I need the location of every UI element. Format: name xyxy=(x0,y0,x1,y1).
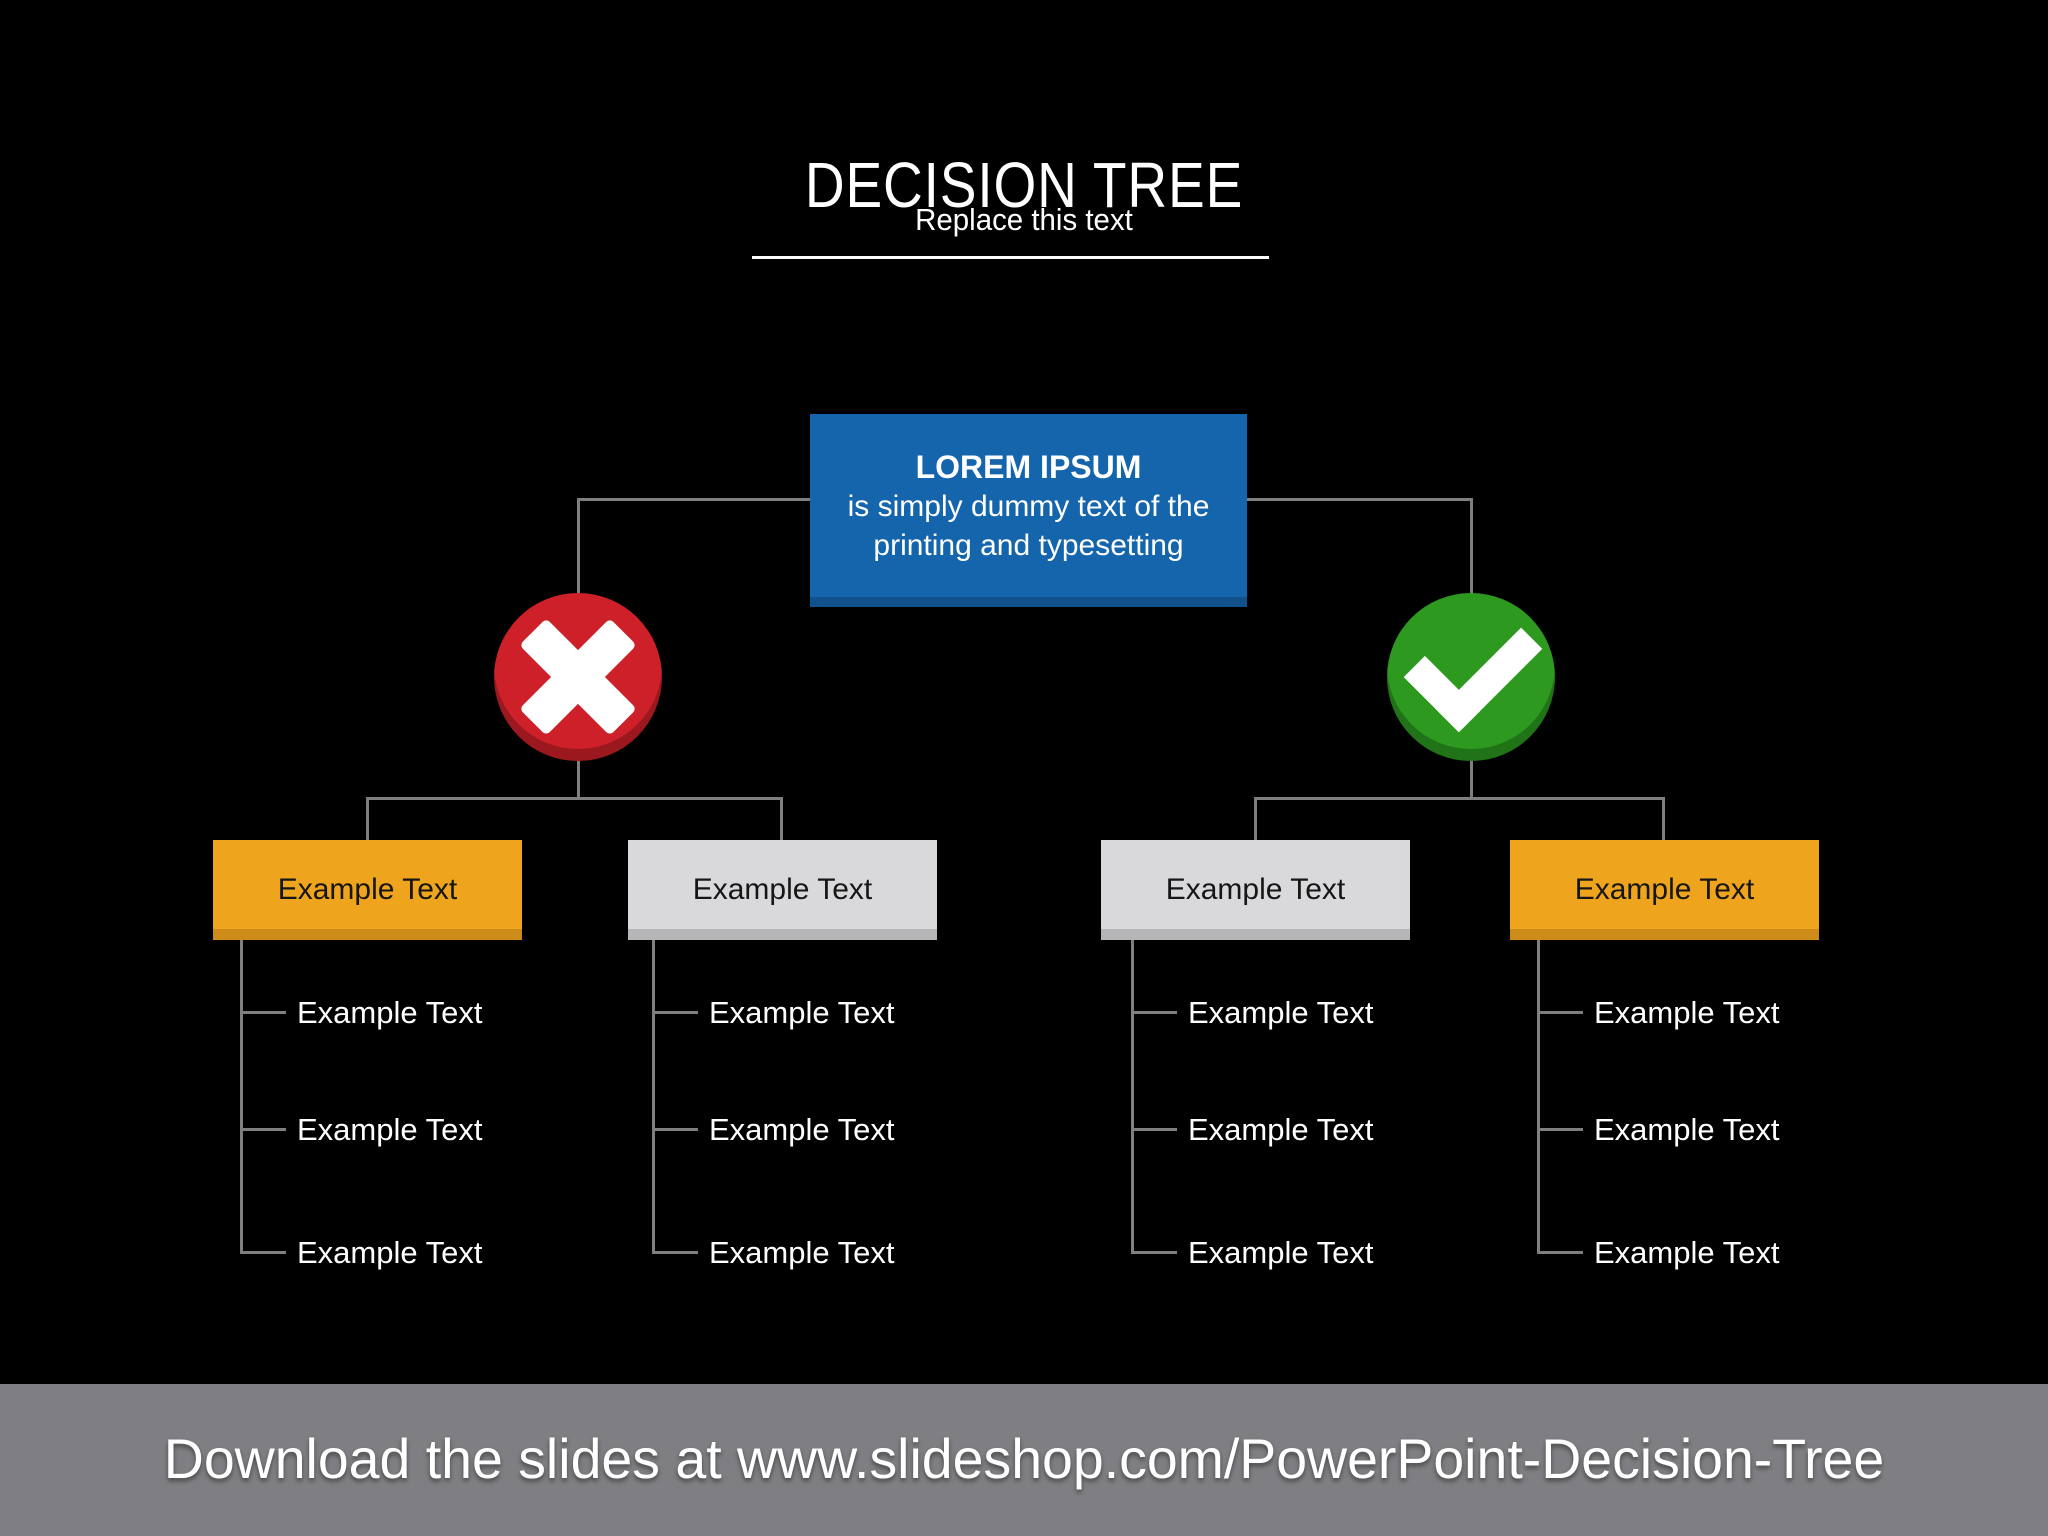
tick xyxy=(1537,1251,1583,1254)
root-node-title: LOREM IPSUM xyxy=(915,449,1142,485)
child-item: Example Text xyxy=(1594,995,1780,1030)
child-item: Example Text xyxy=(709,995,895,1030)
child-item: Example Text xyxy=(709,1112,895,1147)
footer-download-link[interactable]: Download the slides at www.slideshop.com… xyxy=(163,1427,1885,1490)
child-item: Example Text xyxy=(1594,1112,1780,1147)
child-item: Example Text xyxy=(709,1235,895,1270)
child-item: Example Text xyxy=(1594,1235,1780,1270)
stem-node-1 xyxy=(652,940,655,1254)
connector-root-to-cross xyxy=(577,498,580,598)
child-item: Example Text xyxy=(1188,1112,1374,1147)
tick xyxy=(652,1128,698,1131)
child-item: Example Text xyxy=(297,1235,483,1270)
connector-drop-node-2 xyxy=(1254,797,1257,842)
no-branch-badge[interactable] xyxy=(494,593,662,761)
connector-drop-node-0 xyxy=(366,797,369,842)
node-label: Example Text xyxy=(1574,873,1755,906)
tick xyxy=(1537,1128,1583,1131)
footer-bar: Download the slides at www.slideshop.com… xyxy=(0,1384,2048,1536)
tick xyxy=(652,1011,698,1014)
connector-cross-drop xyxy=(577,755,580,800)
node-label: Example Text xyxy=(277,873,458,906)
connector-right-branch xyxy=(1254,797,1665,800)
child-item: Example Text xyxy=(1188,995,1374,1030)
tick xyxy=(240,1251,286,1254)
node-box-3[interactable]: Example Text xyxy=(1510,840,1819,940)
cross-icon xyxy=(513,612,643,742)
root-node-body-line1: is simply dummy text of the xyxy=(847,490,1210,523)
stem-node-3 xyxy=(1537,940,1540,1254)
root-node[interactable]: LOREM IPSUM is simply dummy text of the … xyxy=(810,414,1247,607)
node-box-1[interactable]: Example Text xyxy=(628,840,937,940)
subtitle-underline xyxy=(752,256,1269,259)
child-item: Example Text xyxy=(1188,1235,1374,1270)
check-icon xyxy=(1403,593,1543,733)
child-item: Example Text xyxy=(297,1112,483,1147)
root-node-body-line2: printing and typesetting xyxy=(873,529,1184,562)
node-label: Example Text xyxy=(1165,873,1346,906)
stem-node-0 xyxy=(240,940,243,1254)
page-subtitle: Replace this text xyxy=(915,202,1133,237)
connector-check-drop xyxy=(1470,755,1473,800)
tick xyxy=(652,1251,698,1254)
page-title: DECISION TREE xyxy=(804,148,1244,221)
tick xyxy=(1131,1011,1177,1014)
tick xyxy=(1537,1011,1583,1014)
node-box-0[interactable]: Example Text xyxy=(213,840,522,940)
tick xyxy=(1131,1128,1177,1131)
tick xyxy=(240,1128,286,1131)
child-item: Example Text xyxy=(297,995,483,1030)
tick xyxy=(240,1011,286,1014)
connector-root-to-check xyxy=(1470,498,1473,598)
node-box-2[interactable]: Example Text xyxy=(1101,840,1410,940)
connector-left-branch xyxy=(366,797,783,800)
tick xyxy=(1131,1251,1177,1254)
yes-branch-badge[interactable] xyxy=(1387,593,1555,761)
stem-node-2 xyxy=(1131,940,1134,1254)
connector-drop-node-1 xyxy=(780,797,783,842)
node-label: Example Text xyxy=(692,873,873,906)
connector-drop-node-3 xyxy=(1662,797,1665,842)
